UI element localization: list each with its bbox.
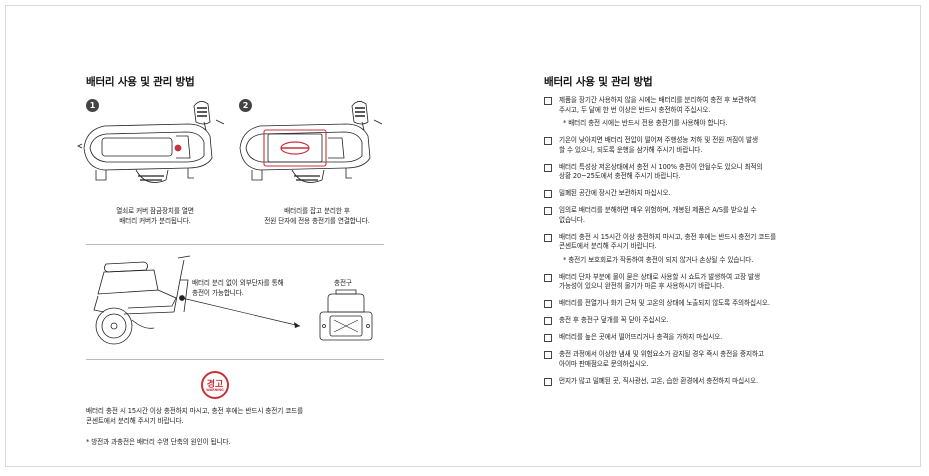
external-charging-callout: 배터리 분리 없이 외부단자를 통해 충전이 가능합니다.: [192, 279, 284, 297]
checklist-item-text: 충전 과정에서 이상한 냄새 및 위험요소가 감지될 경우 즉시 충전을 중지하…: [559, 350, 764, 358]
checklist-item: 충전 과정에서 이상한 냄새 및 위험요소가 감지될 경우 즉시 충전을 중지하…: [544, 350, 874, 369]
checklist-item-text: 가능성이 있으니 완전히 물기가 마른 후 사용하시기 바랍니다.: [559, 282, 725, 290]
checklist-item: 기온이 낮아지면 배터리 전압이 떨어져 주행성능 저하 및 전원 꺼짐이 발생…: [544, 136, 874, 155]
checkbox-icon: [544, 317, 552, 325]
section-divider-bottom: [86, 359, 384, 360]
checklist-item: 배터리 특성상 저온상태에서 충전 시 100% 충전이 안될수도 있으니 최적…: [544, 163, 874, 182]
warning-badge: 경고 WARNING: [201, 371, 229, 399]
checklist-item: 먼지가 많고 밀폐된 곳, 직사광선, 고온, 습한 환경에서 충전하지 마십시…: [544, 377, 874, 387]
checklist-item: 임의로 배터리를 분해하면 매우 위험하며, 개봉된 제품은 A/S를 받으실 …: [544, 206, 874, 225]
checklist-item: 배터리 충전 시 15시간 이상 충전하지 마시고, 충전 후에는 반드시 충전…: [544, 233, 874, 266]
checklist-item-text: 상황 20~25도에서 충전해 주시기 바랍니다.: [559, 172, 681, 180]
section-divider-top: [86, 244, 384, 245]
checkbox-icon: [544, 207, 552, 215]
checkbox-icon: [544, 377, 552, 386]
checklist-item-text: 충전 후 충전구 덮개를 꼭 닫아 주십시오.: [559, 316, 669, 324]
step-2-battery-removal-illustration: [239, 101, 383, 183]
checklist-item-text: 기온이 낮아지면 배터리 전압이 떨어져 주행성능 저하 및 전원 꺼짐이 발생: [559, 136, 758, 144]
checklist-item: 충전 후 충전구 덮개를 꼭 닫아 주십시오.: [544, 316, 874, 326]
step-2-number: 2: [239, 99, 252, 112]
step-1-number: 1: [86, 99, 99, 112]
checkbox-icon: [544, 163, 552, 172]
checklist-item: 밀폐된 공간에 장시간 보관하지 마십시오.: [544, 189, 874, 199]
checklist-item-text: 배터리 특성상 저온상태에서 충전 시 100% 충전이 안될수도 있으니 최적…: [559, 162, 763, 171]
checklist-item-text: 없습니다.: [559, 215, 585, 224]
charging-port-label: 충전구: [334, 279, 352, 287]
checklist-item-text: 콘센트에서 분리해 주시기 바랍니다.: [559, 242, 657, 250]
checklist-item-note: * 충전기 보호회로가 작동하여 충전이 되지 않거나 손상될 수 있습니다.: [563, 255, 754, 264]
checkbox-icon: [544, 273, 552, 282]
step-1-caption: 열쇠로 커버 잠금장치를 열면 배터리 커버가 분리됩니다.: [116, 207, 194, 225]
left-section-title: 배터리 사용 및 관리 방법: [86, 76, 195, 88]
checklist-item-text: 먼지가 많고 밀폐된 곳, 직사광선, 고온, 습한 환경에서 충전하지 마십시…: [559, 376, 758, 385]
scooter-side-illustration: [93, 255, 373, 345]
checklist-item-text: 제품을 장기간 사용하지 않을 시에는 배터리를 분리하여 충전 후 보관하여: [559, 96, 756, 104]
step-1-scooter-illustration: [77, 101, 225, 183]
warning-text: 배터리 충전 시 15시간 이상 충전하지 마시고, 충전 후에는 반드시 충전…: [86, 407, 304, 425]
checklist-item-text: 임의로 배터리를 분해하면 매우 위험하며, 개봉된 제품은 A/S를 받으실 …: [559, 206, 757, 214]
step-2-caption: 배터리를 잡고 분리한 후 전원 단자에 전용 충전기를 연결합니다.: [264, 207, 370, 225]
checklist-item-text: 할 수 있으니, 되도록 운행을 삼가해 주시기 바랍니다.: [559, 145, 703, 154]
checklist-item-text: 아이마 판매점으로 문의하십시오.: [559, 359, 649, 368]
checkbox-icon: [544, 97, 552, 105]
checkbox-icon: [544, 137, 552, 145]
checklist-item: 배터리 단자 부분에 물이 묻은 상태로 사용할 시 쇼트가 발생하여 고장 발…: [544, 273, 874, 292]
checklist-item-text: 배터리 단자 부분에 물이 묻은 상태로 사용할 시 쇼트가 발생하여 고장 발…: [559, 272, 760, 281]
checkbox-icon: [544, 190, 552, 198]
checklist-item-text: 배터리 충전 시 15시간 이상 충전하지 마시고, 충전 후에는 반드시 충전…: [559, 232, 777, 241]
checklist-item-text: 밀폐된 공간에 장시간 보관하지 마십시오.: [559, 189, 671, 197]
checkbox-icon: [544, 334, 552, 342]
checklist-item-text: 배터리를 높은 곳에서 떨어뜨리거나 충격을 가하지 마십시오.: [559, 333, 723, 341]
right-section-title: 배터리 사용 및 관리 방법: [544, 76, 653, 88]
warning-note: * 방전과 과충전은 배터리 수명 단축의 원인이 됩니다.: [86, 438, 231, 446]
checklist-item: 배터리를 높은 곳에서 떨어뜨리거나 충격을 가하지 마십시오.: [544, 333, 874, 343]
checklist-item-text: 주시고, 두 달에 한 번 이상은 반드시 충전하여 주십시오.: [559, 105, 711, 114]
checklist-item-note: * 배터리 충전 시에는 반드시 전용 충전기를 사용해야 합니다.: [563, 119, 728, 127]
page-frame: [5, 5, 921, 467]
checkbox-icon: [544, 300, 552, 308]
checklist-item: 배터리를 전열기나 화기 근처 및 고온의 상태에 노출되지 않도록 주의하십시…: [544, 299, 874, 309]
checklist-item-text: 배터리를 전열기나 화기 근처 및 고온의 상태에 노출되지 않도록 주의하십시…: [559, 299, 770, 307]
checkbox-icon: [544, 233, 552, 242]
checkbox-icon: [544, 351, 552, 359]
